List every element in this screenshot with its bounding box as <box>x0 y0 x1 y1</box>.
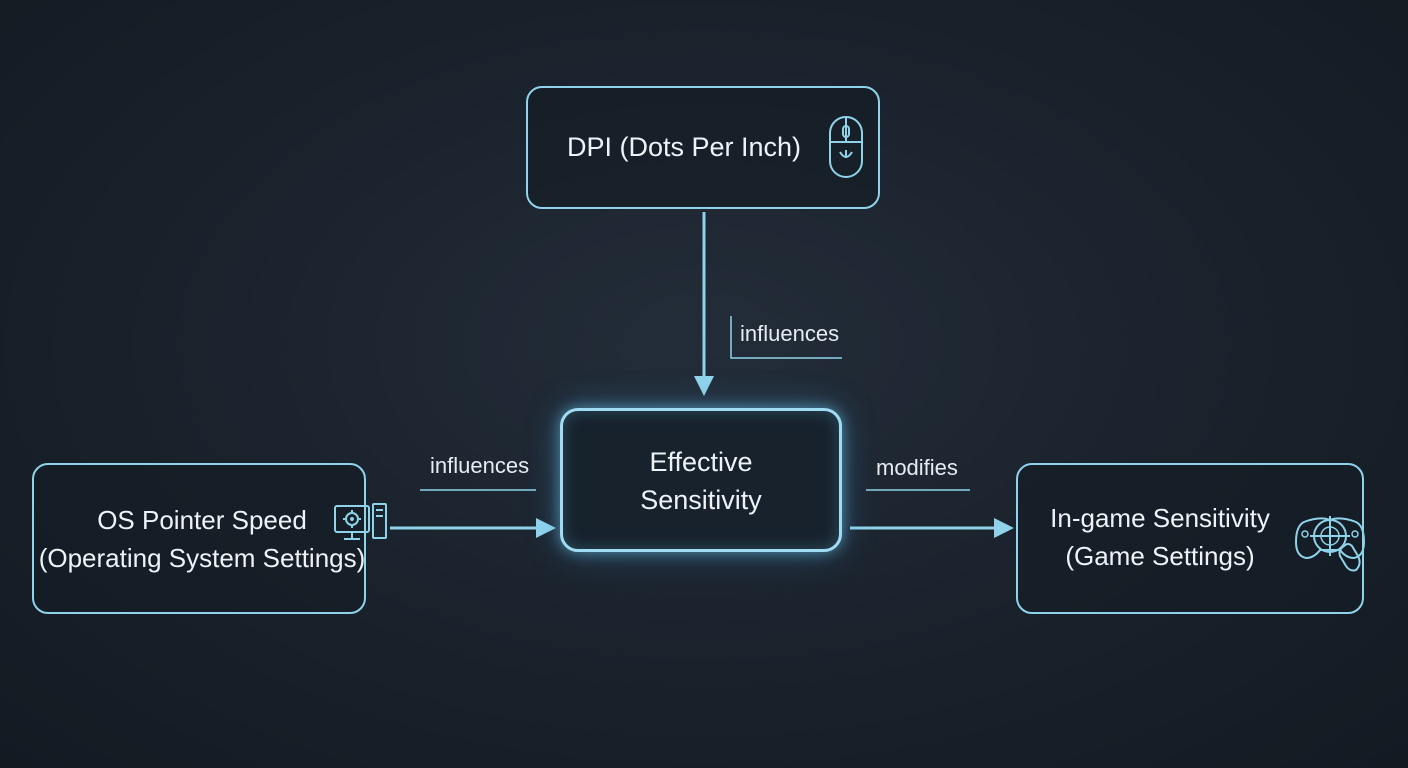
monitor-settings-icon <box>334 503 387 540</box>
arrowhead-effective-to-game <box>994 518 1014 538</box>
edge-label-os-influences: influences <box>430 453 530 478</box>
node-game-line2: (Game Settings) <box>1065 541 1255 571</box>
node-game-label: In-game Sensitivity (Game Settings) <box>1018 499 1302 575</box>
node-os-label: OS Pointer Speed (Operating System Setti… <box>34 501 370 577</box>
node-in-game-sensitivity[interactable]: In-game Sensitivity (Game Settings) <box>1016 463 1364 614</box>
mouse-icon <box>829 116 863 178</box>
edge-label-modifies: modifies <box>876 455 958 480</box>
node-dpi-label: DPI (Dots Per Inch) <box>566 132 802 162</box>
node-os-line1: OS Pointer Speed <box>97 505 307 535</box>
arrowhead-os-to-effective <box>536 518 556 538</box>
node-game-line1: In-game Sensitivity <box>1050 503 1270 533</box>
label-bracket-top <box>730 316 842 359</box>
arrowhead-dpi-to-effective <box>694 376 714 396</box>
edge-label-dpi-influences: influences <box>740 321 840 346</box>
gamepad-crosshair-icon <box>1294 516 1366 572</box>
node-os-line2: (Operating System Settings) <box>38 543 366 573</box>
node-effective-line1: Effective <box>649 447 753 477</box>
node-effective-label: Effective Sensitivity <box>563 443 839 519</box>
node-effective-sensitivity[interactable]: Effective Sensitivity <box>560 408 842 552</box>
node-effective-line2: Sensitivity <box>640 485 762 515</box>
node-os-pointer-speed[interactable]: OS Pointer Speed (Operating System Setti… <box>32 463 366 614</box>
node-dpi[interactable]: DPI (Dots Per Inch) <box>526 86 880 209</box>
